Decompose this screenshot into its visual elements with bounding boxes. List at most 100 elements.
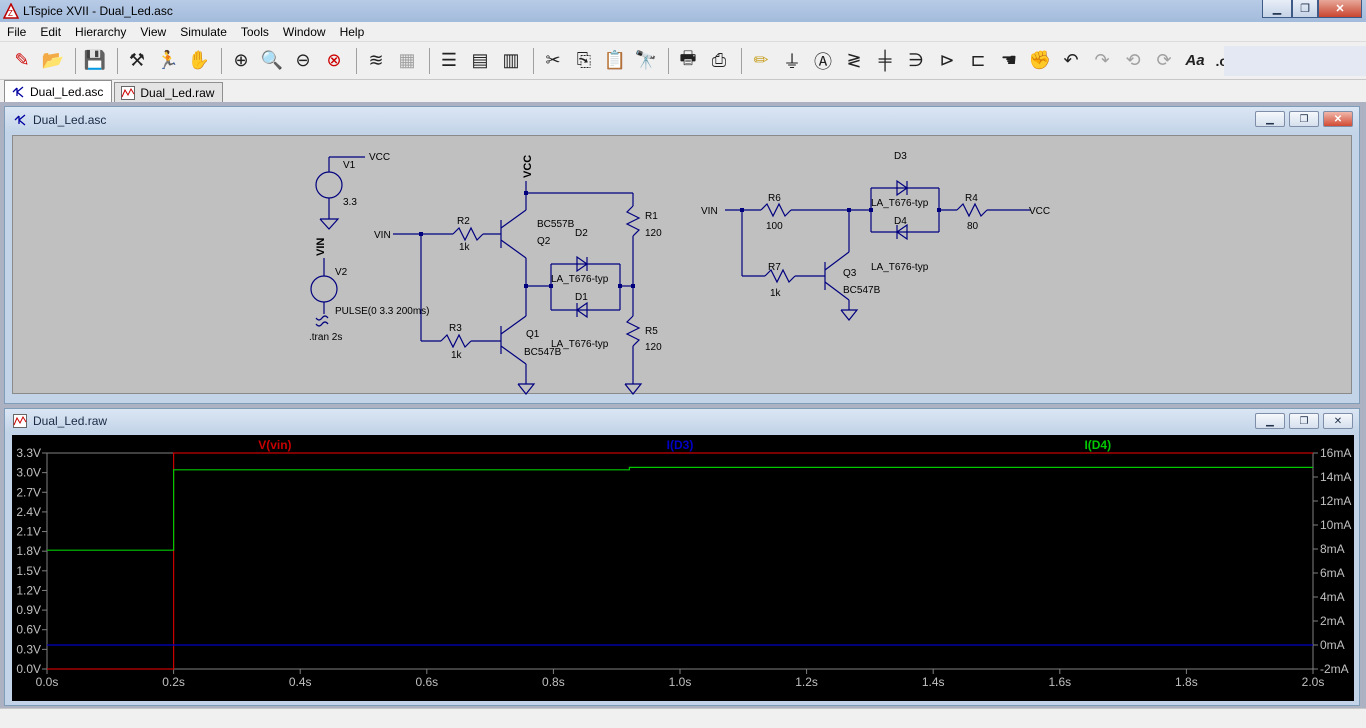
menu-tools[interactable]: Tools (240, 24, 269, 39)
find-icon[interactable]: 🔭 (634, 50, 658, 70)
v1-source-symbol (315, 171, 343, 199)
pan-icon[interactable]: 🔍 (260, 50, 284, 70)
v2-value: PULSE(0 3.3 200ms) (335, 306, 430, 317)
r6-label: R6 (768, 193, 781, 204)
y-right-tick-label: 4mA (1320, 590, 1345, 604)
zoom-fit-icon[interactable]: ⊗ (326, 50, 342, 70)
mdi-workspace: Dual_Led.asc ▁ ❐ ✕ (0, 102, 1366, 708)
vcc-net-label: VCC (522, 155, 534, 178)
undo-icon[interactable]: ↶ (1063, 50, 1079, 70)
x-tick-label: 2.0s (1302, 675, 1325, 689)
waveform-window-titlebar: Dual_Led.raw (5, 409, 1359, 433)
redo-icon[interactable]: ↷ (1094, 50, 1110, 70)
new-schematic-icon[interactable]: ✎ (14, 50, 30, 70)
vin-net-label: VIN (374, 230, 391, 241)
x-tick-label: 1.4s (922, 675, 945, 689)
y-left-tick-label: 0.3V (16, 642, 41, 656)
menu-file[interactable]: File (7, 24, 27, 39)
d3-model: LA_T676-typ (871, 198, 929, 209)
window-title: LTspice XVII - Dual_Led.asc (23, 4, 173, 18)
resistor-icon[interactable]: ≷ (846, 50, 862, 70)
restore-button[interactable]: ❐ (1289, 111, 1319, 127)
toolbar-separator (117, 47, 118, 74)
open-folder-icon[interactable]: 📂 (41, 50, 65, 70)
y-right-tick-label: 14mA (1320, 470, 1351, 484)
y-right-tick-label: 8mA (1320, 542, 1345, 556)
toolbar-separator (221, 47, 222, 74)
label-net-icon[interactable]: Ⓐ (814, 51, 832, 72)
toolbar-separator (75, 47, 76, 74)
menu-simulate[interactable]: Simulate (180, 24, 227, 39)
q1-label: Q1 (526, 329, 540, 340)
menu-help[interactable]: Help (339, 24, 365, 39)
cascade-icon[interactable]: ▤ (471, 50, 489, 70)
control-panel-icon[interactable]: ⚒ (128, 50, 146, 70)
minimize-button[interactable]: ▁ (1255, 413, 1285, 429)
close-button[interactable]: ✕ (1318, 0, 1362, 18)
minimize-button[interactable]: ▁ (1255, 111, 1285, 127)
save-icon[interactable]: 💾 (83, 50, 107, 70)
mirror-icon[interactable]: ⟳ (1156, 50, 1172, 70)
tile-vertical-icon[interactable]: ▥ (502, 50, 520, 70)
move-icon[interactable]: ☚ (1000, 50, 1018, 70)
component-icon[interactable]: ⊏ (970, 50, 986, 70)
print-preview-icon[interactable]: 🖶 (679, 47, 697, 68)
draw-wire-icon[interactable]: ✏ (753, 50, 769, 70)
ground-icon[interactable]: ⏚ (783, 51, 801, 72)
waveform-window-title: Dual_Led.raw (33, 414, 108, 428)
copy-icon[interactable]: ⎘ (576, 50, 592, 70)
y-left-tick-label: 1.5V (16, 564, 41, 578)
zoom-in-icon[interactable]: ⊕ (233, 50, 249, 70)
rotate-icon[interactable]: ⟲ (1125, 50, 1141, 70)
menu-view[interactable]: View (140, 24, 167, 39)
run-icon[interactable]: 🏃 (156, 50, 180, 70)
cut-icon[interactable]: ✂ (545, 50, 561, 70)
schematic-icon (14, 114, 26, 126)
drag-icon[interactable]: ✊ (1028, 50, 1052, 70)
text-icon[interactable]: Aa (1185, 52, 1205, 69)
d1-model: LA_T676-typ (551, 339, 609, 350)
q2-model: BC557B (537, 219, 575, 230)
restore-button[interactable]: ❐ (1289, 413, 1319, 429)
autorange-icon[interactable]: ≋ (368, 50, 384, 70)
y-left-tick-label: 1.8V (16, 544, 41, 558)
y-left-tick-label: 3.0V (16, 466, 41, 480)
close-button[interactable]: ✕ (1323, 111, 1353, 127)
d4-model: LA_T676-typ (871, 262, 929, 273)
zoom-out-icon[interactable]: ⊖ (295, 50, 311, 70)
schematic-canvas[interactable]: V1 VCC 3.3 VIN V2 PULSE(0 3.3 200ms) .tr… (12, 135, 1352, 395)
legend-label: I(D3) (667, 438, 694, 452)
schematic-drawing: V1 VCC 3.3 VIN V2 PULSE(0 3.3 200ms) .tr… (309, 151, 1050, 395)
tab-dual-led-asc[interactable]: Dual_Led.asc (4, 80, 113, 102)
menu-hierarchy[interactable]: Hierarchy (75, 24, 127, 39)
legend-label: V(vin) (258, 438, 291, 452)
schematic-window-controls: ▁ ❐ ✕ (1251, 111, 1353, 127)
ltspice-app-icon: Z (3, 3, 19, 19)
v2-source-symbol (310, 275, 338, 303)
diode-icon[interactable]: ⊳ (939, 50, 955, 70)
x-tick-label: 0.4s (289, 675, 312, 689)
capacitor-icon[interactable]: ╪ (878, 50, 892, 70)
paste-icon[interactable]: 📋 (603, 50, 627, 70)
schematic-window: Dual_Led.asc ▁ ❐ ✕ (4, 106, 1360, 404)
q2-label: Q2 (537, 236, 551, 247)
tran-directive: .tran 2s (309, 332, 342, 343)
waveform-icon (121, 85, 136, 100)
grid-icon[interactable]: ▦ (398, 50, 416, 70)
tile-horizontal-icon[interactable]: ☰ (440, 50, 458, 70)
restore-button[interactable]: ❐ (1292, 0, 1318, 18)
close-button[interactable]: ✕ (1323, 413, 1353, 429)
toolbar: ✎ 📂 💾 ⚒ 🏃 ✋ ⊕ 🔍 ⊖ ⊗ ≋ ▦ ☰ ▤ ▥ ✂ ⎘ 📋 🔭 🖶 … (0, 42, 1366, 80)
minimize-button[interactable]: ▁ (1262, 0, 1292, 18)
toolbar-separator (356, 47, 357, 74)
print-icon[interactable]: ⎙ (711, 50, 727, 70)
r3-value: 1k (451, 350, 463, 361)
menu-edit[interactable]: Edit (40, 24, 62, 39)
q1-model: BC547B (524, 347, 562, 358)
inductor-icon[interactable]: ∋ (908, 50, 924, 70)
tab-dual-led-raw[interactable]: Dual_Led.raw (114, 82, 224, 102)
halt-icon[interactable]: ✋ (187, 50, 211, 70)
menu-window[interactable]: Window (282, 24, 326, 39)
